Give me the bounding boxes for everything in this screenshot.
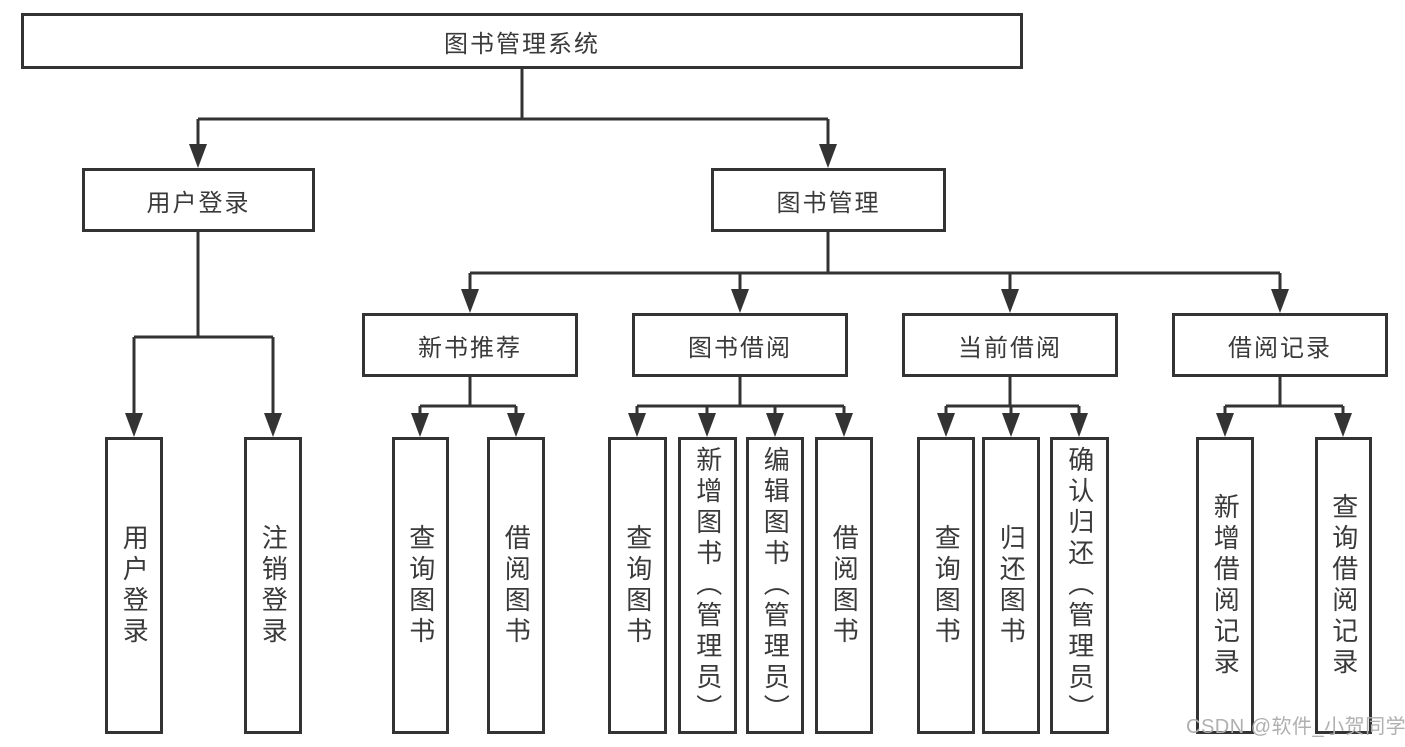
node-new-book-recommend: 新书推荐 <box>362 313 578 377</box>
leaf-user-login-label: 用户登录 <box>119 523 150 648</box>
leaf-current-return-books-label: 归还图书 <box>996 523 1027 648</box>
leaf-recommend-borrow-books-label: 借阅图书 <box>501 523 532 648</box>
leaf-record-add-borrow-record: 新增借阅记录 <box>1196 437 1254 734</box>
leaf-borrow-add-books-admin: 新增图书（管理员） <box>678 437 737 734</box>
leaf-borrow-borrow-books-label: 借阅图书 <box>829 523 860 648</box>
connector-borrowrecord-to-leaves <box>1223 377 1345 416</box>
node-user-login: 用户登录 <box>82 168 315 232</box>
leaf-record-query-borrow-record: 查询借阅记录 <box>1315 437 1372 734</box>
leaf-logout-label: 注销登录 <box>258 523 289 648</box>
node-current-borrow: 当前借阅 <box>902 313 1118 377</box>
connector-currentborrow-to-leaves <box>944 377 1081 416</box>
leaf-borrow-edit-books-admin-label: 编辑图书（管理员） <box>760 446 791 725</box>
leaf-record-query-borrow-record-label: 查询借阅记录 <box>1328 492 1359 679</box>
leaf-logout: 注销登录 <box>244 437 302 734</box>
leaf-current-confirm-return-admin-label: 确认归还（管理员） <box>1064 446 1095 725</box>
leaf-recommend-borrow-books: 借阅图书 <box>487 437 545 734</box>
leaf-current-query-books: 查询图书 <box>917 437 975 734</box>
connector-bookmgmt-to-level3 <box>468 232 1282 292</box>
leaf-user-login: 用户登录 <box>105 437 163 734</box>
node-library-management-system: 图书管理系统 <box>21 13 1023 69</box>
node-book-borrow: 图书借阅 <box>632 313 848 377</box>
leaf-recommend-query-books: 查询图书 <box>392 437 449 734</box>
leaf-borrow-edit-books-admin: 编辑图书（管理员） <box>746 437 804 734</box>
connector-bookborrow-to-leaves <box>635 377 846 416</box>
connector-userlogin-to-leaves <box>132 232 275 416</box>
node-book-management: 图书管理 <box>711 168 946 232</box>
leaf-current-query-books-label: 查询图书 <box>931 523 962 648</box>
node-borrow-records: 借阅记录 <box>1172 313 1388 377</box>
leaf-borrow-query-books-label: 查询图书 <box>622 523 653 648</box>
leaf-current-confirm-return-admin: 确认归还（管理员） <box>1050 437 1109 734</box>
connector-newbook-to-leaves <box>418 377 518 416</box>
csdn-watermark: CSDN @软件_小贺同学 <box>1186 716 1405 738</box>
leaf-record-add-borrow-record-label: 新增借阅记录 <box>1210 492 1241 679</box>
leaf-borrow-add-books-admin-label: 新增图书（管理员） <box>692 446 723 725</box>
connector-root-to-level2 <box>196 69 830 146</box>
leaf-recommend-query-books-label: 查询图书 <box>405 523 436 648</box>
leaf-current-return-books: 归还图书 <box>982 437 1040 734</box>
leaf-borrow-query-books: 查询图书 <box>608 437 667 734</box>
leaf-borrow-borrow-books: 借阅图书 <box>815 437 873 734</box>
